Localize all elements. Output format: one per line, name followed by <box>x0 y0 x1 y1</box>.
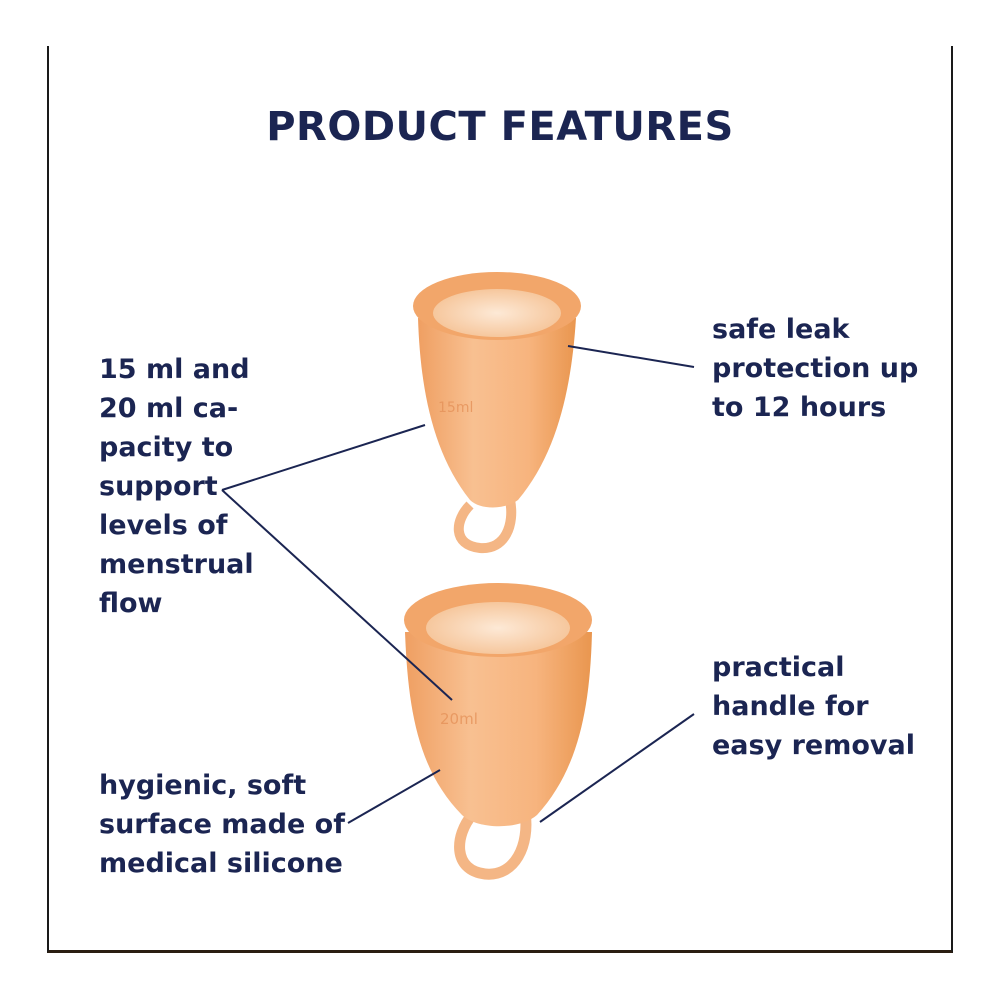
cup-small-body <box>418 318 576 508</box>
cup-large: 20ml <box>404 583 592 880</box>
feature-surface: hygienic, soft surface made of medical s… <box>99 770 345 879</box>
leader-lines <box>221 345 695 824</box>
cup-small: 15ml <box>413 272 581 554</box>
page-title: PRODUCT FEATURES <box>266 104 734 150</box>
leader-leak <box>567 345 695 368</box>
image-frame <box>47 46 953 953</box>
leader-capacity-small <box>221 424 426 491</box>
cup-large-opening <box>426 602 570 654</box>
feature-handle: practical handle for easy removal <box>712 652 915 761</box>
feature-capacity: 15 ml and 20 ml ca- pacity to support le… <box>99 354 254 619</box>
cup-large-handle <box>454 811 532 880</box>
cup-large-marking: 20ml <box>440 710 478 728</box>
leader-surface <box>347 769 441 824</box>
feature-leak-protection: safe leak protection up to 12 hours <box>712 314 919 423</box>
leader-handle <box>539 713 695 823</box>
cup-large-body <box>405 632 592 827</box>
cup-small-opening <box>433 289 561 337</box>
cup-small-handle <box>453 499 517 554</box>
leader-capacity-large <box>221 489 453 701</box>
cup-small-marking: 15ml <box>438 400 473 416</box>
